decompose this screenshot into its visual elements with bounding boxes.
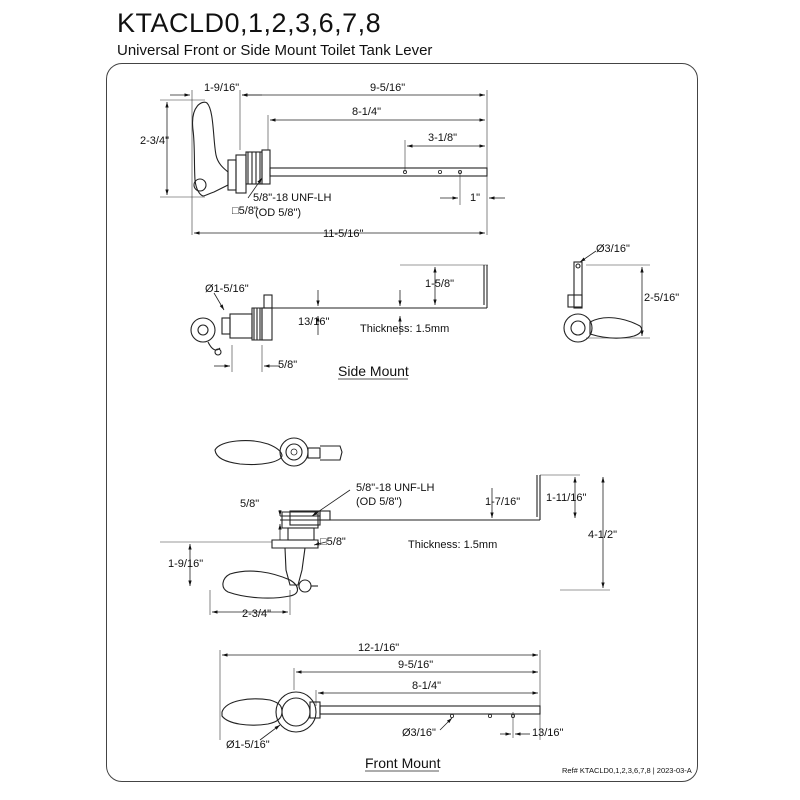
dim-1-5-8: 1-5/8" xyxy=(425,278,454,290)
front-thread-spec: 5/8"-18 UNF-LH xyxy=(356,482,435,494)
side-mount-view: Ø1-5/16" 1-5/8" 13/16" Thickness: 1.5mm … xyxy=(190,264,488,380)
front-dim-1-7-16: 1-7/16" xyxy=(485,496,520,508)
dim-5-8-side: 5/8" xyxy=(278,359,297,371)
dim-9-5-16: 9-5/16" xyxy=(370,82,405,94)
front-mount-side-view: 5/8"-18 UNF-LH (OD 5/8") 5/8" □5/8" 1-7/… xyxy=(160,474,617,620)
front-thickness: Thickness: 1.5mm xyxy=(408,539,497,551)
dim-square-5-8: □5/8" xyxy=(232,205,258,217)
side-mount-label: Side Mount xyxy=(338,363,409,379)
front-thread-od: (OD 5/8") xyxy=(356,496,402,508)
drawing-frame xyxy=(106,63,698,782)
thread-spec: 5/8"-18 UNF-LH xyxy=(253,192,332,204)
dim-2-3-4: 2-3/4" xyxy=(140,135,169,147)
front-mount-handle-plan xyxy=(214,437,343,467)
dim-8-1-4: 8-1/4" xyxy=(352,106,381,118)
dim-3-1-8: 3-1/8" xyxy=(428,132,457,144)
bottom-dim-dia-3-16: Ø3/16" xyxy=(402,727,436,739)
dim-1-9-16: 1-9/16" xyxy=(204,82,239,94)
reference-number: Ref# KTACLD0,1,2,3,6,7,8 | 2023-03-A xyxy=(562,766,692,775)
bottom-dim-8-1-4: 8-1/4" xyxy=(412,680,441,692)
front-dim-4-1-2: 4-1/2" xyxy=(588,529,617,541)
thickness-side: Thickness: 1.5mm xyxy=(360,323,449,335)
front-mount-bottom-view: 12-1/16" 9-5/16" 8-1/4" Ø1-5/16" Ø3/16" … xyxy=(219,642,564,772)
front-dim-square-5-8: □5/8" xyxy=(320,536,346,548)
dim-13-16: 13/16" xyxy=(298,316,330,328)
bottom-dim-9-5-16: 9-5/16" xyxy=(398,659,433,671)
front-mount-label: Front Mount xyxy=(365,755,441,771)
dim-11-5-16: 11-5/16" xyxy=(323,228,363,240)
top-view: 9-5/16" 1-9/16" 2-3/4" 8-1/4" 3-1/8" 1" … xyxy=(140,82,505,240)
front-dim-2-3-4: 2-3/4" xyxy=(242,608,271,620)
front-dim-1-9-16: 1-9/16" xyxy=(168,558,203,570)
dim-dia-3-16-end: Ø3/16" xyxy=(596,243,630,255)
page-title: KTACLD0,1,2,3,6,7,8 xyxy=(117,8,382,38)
thread-od: (OD 5/8") xyxy=(255,207,301,219)
page-subtitle: Universal Front or Side Mount Toilet Tan… xyxy=(117,42,433,59)
dim-1: 1" xyxy=(470,192,480,204)
front-dim-5-8: 5/8" xyxy=(240,498,259,510)
bottom-dim-13-16: 13/16" xyxy=(532,727,564,739)
bottom-dim-dia-1-5-16: Ø1-5/16" xyxy=(226,739,270,751)
dim-2-5-16: 2-5/16" xyxy=(644,292,679,304)
front-dim-1-11-16: 1-11/16" xyxy=(546,492,586,504)
dim-dia-1-5-16: Ø1-5/16" xyxy=(205,283,249,295)
end-view: Ø3/16" 2-5/16" xyxy=(563,243,679,343)
bottom-dim-12-1-16: 12-1/16" xyxy=(358,642,399,654)
